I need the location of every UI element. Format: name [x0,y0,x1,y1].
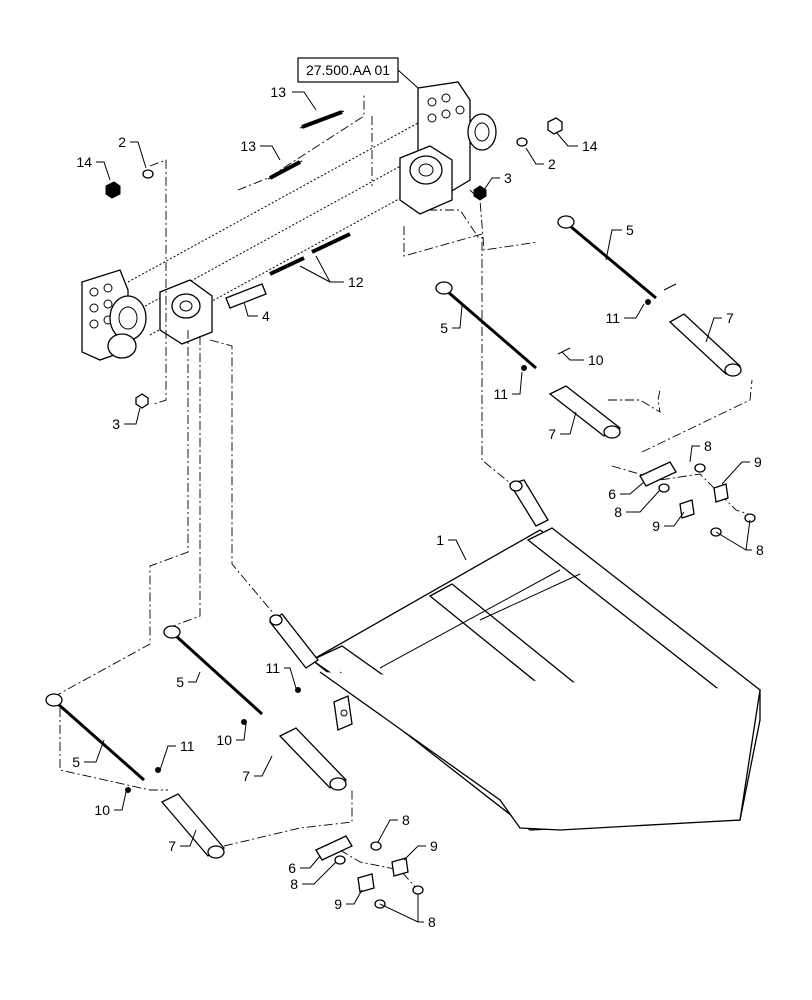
axle-assembly [81,81,497,361]
callout-10-left-lower: 10 [94,802,110,818]
rod-tube-right-lower [435,281,622,439]
callout-labels: 13 13 14 2 14 2 3 3 4 12 5 5 11 11 10 7 … [72,84,764,930]
callout-5-right-lower: 5 [440,320,448,336]
callout-8-left-top: 8 [402,812,410,828]
callout-8-right-top: 8 [704,438,712,454]
callout-3-left: 3 [112,416,120,432]
callout-8-right-bottom: 8 [756,542,764,558]
hardware-left-lower [315,835,424,909]
callout-7-left-upper: 7 [242,768,250,784]
reference-link[interactable]: 27.500.AA 01 [297,57,419,89]
callout-8-left-bottom: 8 [428,914,436,930]
callout-7-left-lower: 7 [168,838,176,854]
callout-8-left-mid: 8 [290,876,298,892]
callout-4: 4 [262,308,270,324]
rod-tube-left-lower [45,693,226,859]
callout-5-left-lower: 5 [72,754,80,770]
callout-6-right: 6 [608,486,616,502]
callout-7-right-lower: 7 [548,426,556,442]
callout-9-left-top: 9 [430,838,438,854]
assembly-lines [47,94,753,891]
callout-6-left: 6 [288,860,296,876]
callout-1: 1 [436,532,444,548]
callout-14-right: 14 [582,138,598,154]
callout-10-right: 10 [588,352,604,368]
callout-2-right: 2 [548,156,556,172]
callout-9-right-mid: 9 [652,518,660,534]
callout-8-right-mid: 8 [614,504,622,520]
callout-11-left-lower: 11 [180,738,195,754]
callout-13-lower: 13 [240,138,256,154]
callout-12: 12 [348,274,364,290]
callout-7-right-upper: 7 [726,310,734,326]
callout-9-right-top: 9 [754,454,762,470]
callout-2-left: 2 [118,134,126,150]
callout-5-left-upper: 5 [176,674,184,690]
callout-5-right-upper: 5 [626,222,634,238]
callout-11-right-lower: 11 [493,386,508,402]
hardware-small [125,283,677,793]
reference-label: 27.500.AA 01 [306,62,390,78]
rod-tube-right-upper [557,215,742,377]
callout-13-upper: 13 [270,84,286,100]
callout-14-left: 14 [76,154,92,170]
callout-9-left-mid: 9 [334,896,342,912]
callout-11-right-upper: 11 [605,310,620,326]
leader-lines [84,91,752,923]
callout-10-left-upper: 10 [216,732,232,748]
rod-tube-left-upper [163,625,348,791]
hardware-upper [105,110,563,409]
callout-3-right: 3 [504,170,512,186]
seat-pan [269,479,762,831]
callout-11-left-upper: 11 [265,660,280,676]
